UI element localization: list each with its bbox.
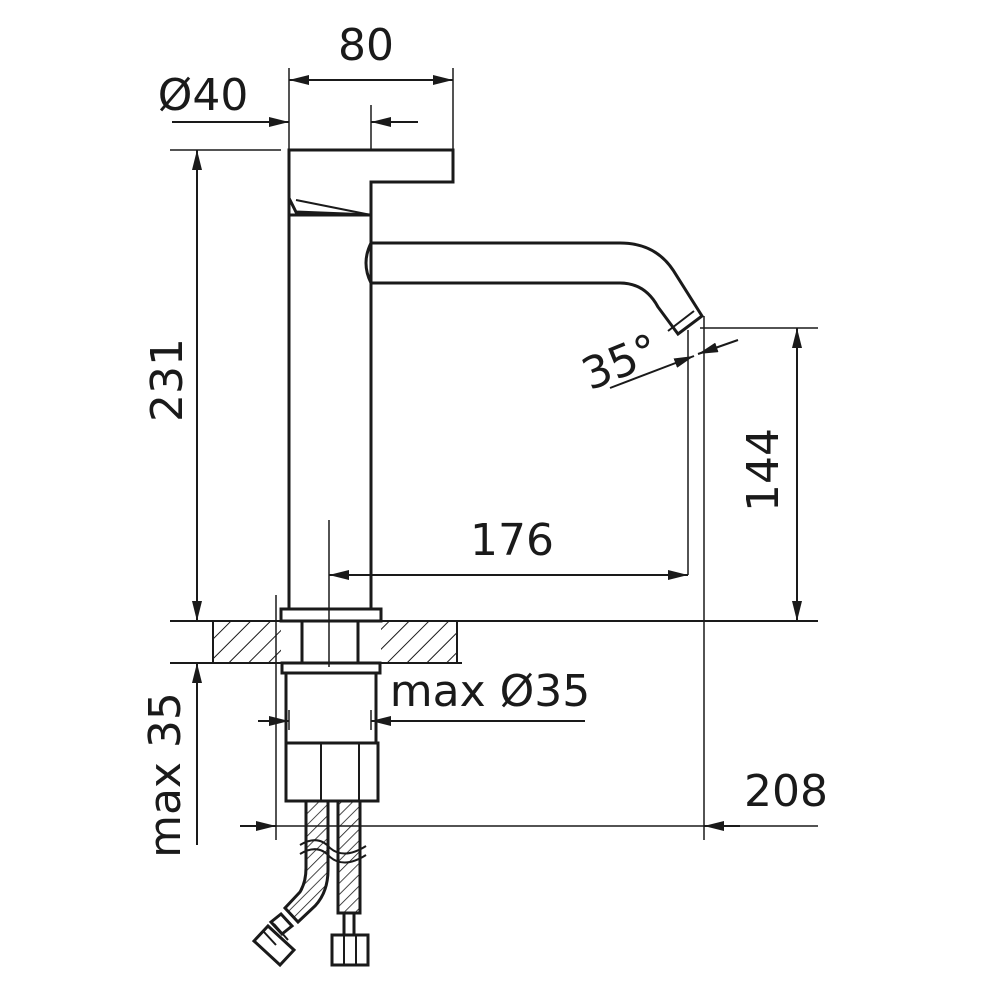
dim-deck-max-35: max 35 bbox=[140, 600, 202, 858]
cap-wedge bbox=[287, 172, 372, 217]
label-35-degree: 35° bbox=[575, 324, 666, 401]
dim-reach-176: 176 bbox=[329, 515, 688, 580]
label-144: 144 bbox=[738, 428, 789, 512]
dim-height-144: 144 bbox=[700, 327, 818, 621]
hose-nut-right bbox=[330, 933, 370, 967]
label-231: 231 bbox=[142, 338, 193, 422]
label-208: 208 bbox=[744, 766, 828, 817]
supply-hoses bbox=[251, 799, 370, 968]
dim-height-231: 231 bbox=[142, 149, 281, 621]
dim-depth-208: 208 bbox=[240, 595, 828, 840]
mounting-nut bbox=[284, 741, 380, 803]
main-column bbox=[287, 213, 373, 611]
dim-angle-35: 35° bbox=[575, 316, 739, 840]
label-max-35: max 35 bbox=[140, 692, 191, 858]
hose-nut-left bbox=[251, 923, 297, 968]
label-max-diameter-35: max Ø35 bbox=[390, 666, 590, 717]
dim-hole-max-35: max Ø35 bbox=[258, 666, 590, 730]
label-80: 80 bbox=[338, 20, 394, 71]
lever-handle bbox=[287, 148, 455, 217]
base-ring bbox=[279, 607, 383, 623]
dim-width-80: 80 bbox=[288, 20, 454, 150]
label-176: 176 bbox=[470, 515, 554, 566]
spout bbox=[371, 241, 705, 337]
label-diameter-40: Ø40 bbox=[158, 70, 249, 121]
faucet-body bbox=[279, 148, 705, 623]
mounting-shank bbox=[280, 661, 382, 803]
deck-section bbox=[170, 620, 818, 664]
dim-diameter-40: Ø40 bbox=[158, 70, 418, 150]
